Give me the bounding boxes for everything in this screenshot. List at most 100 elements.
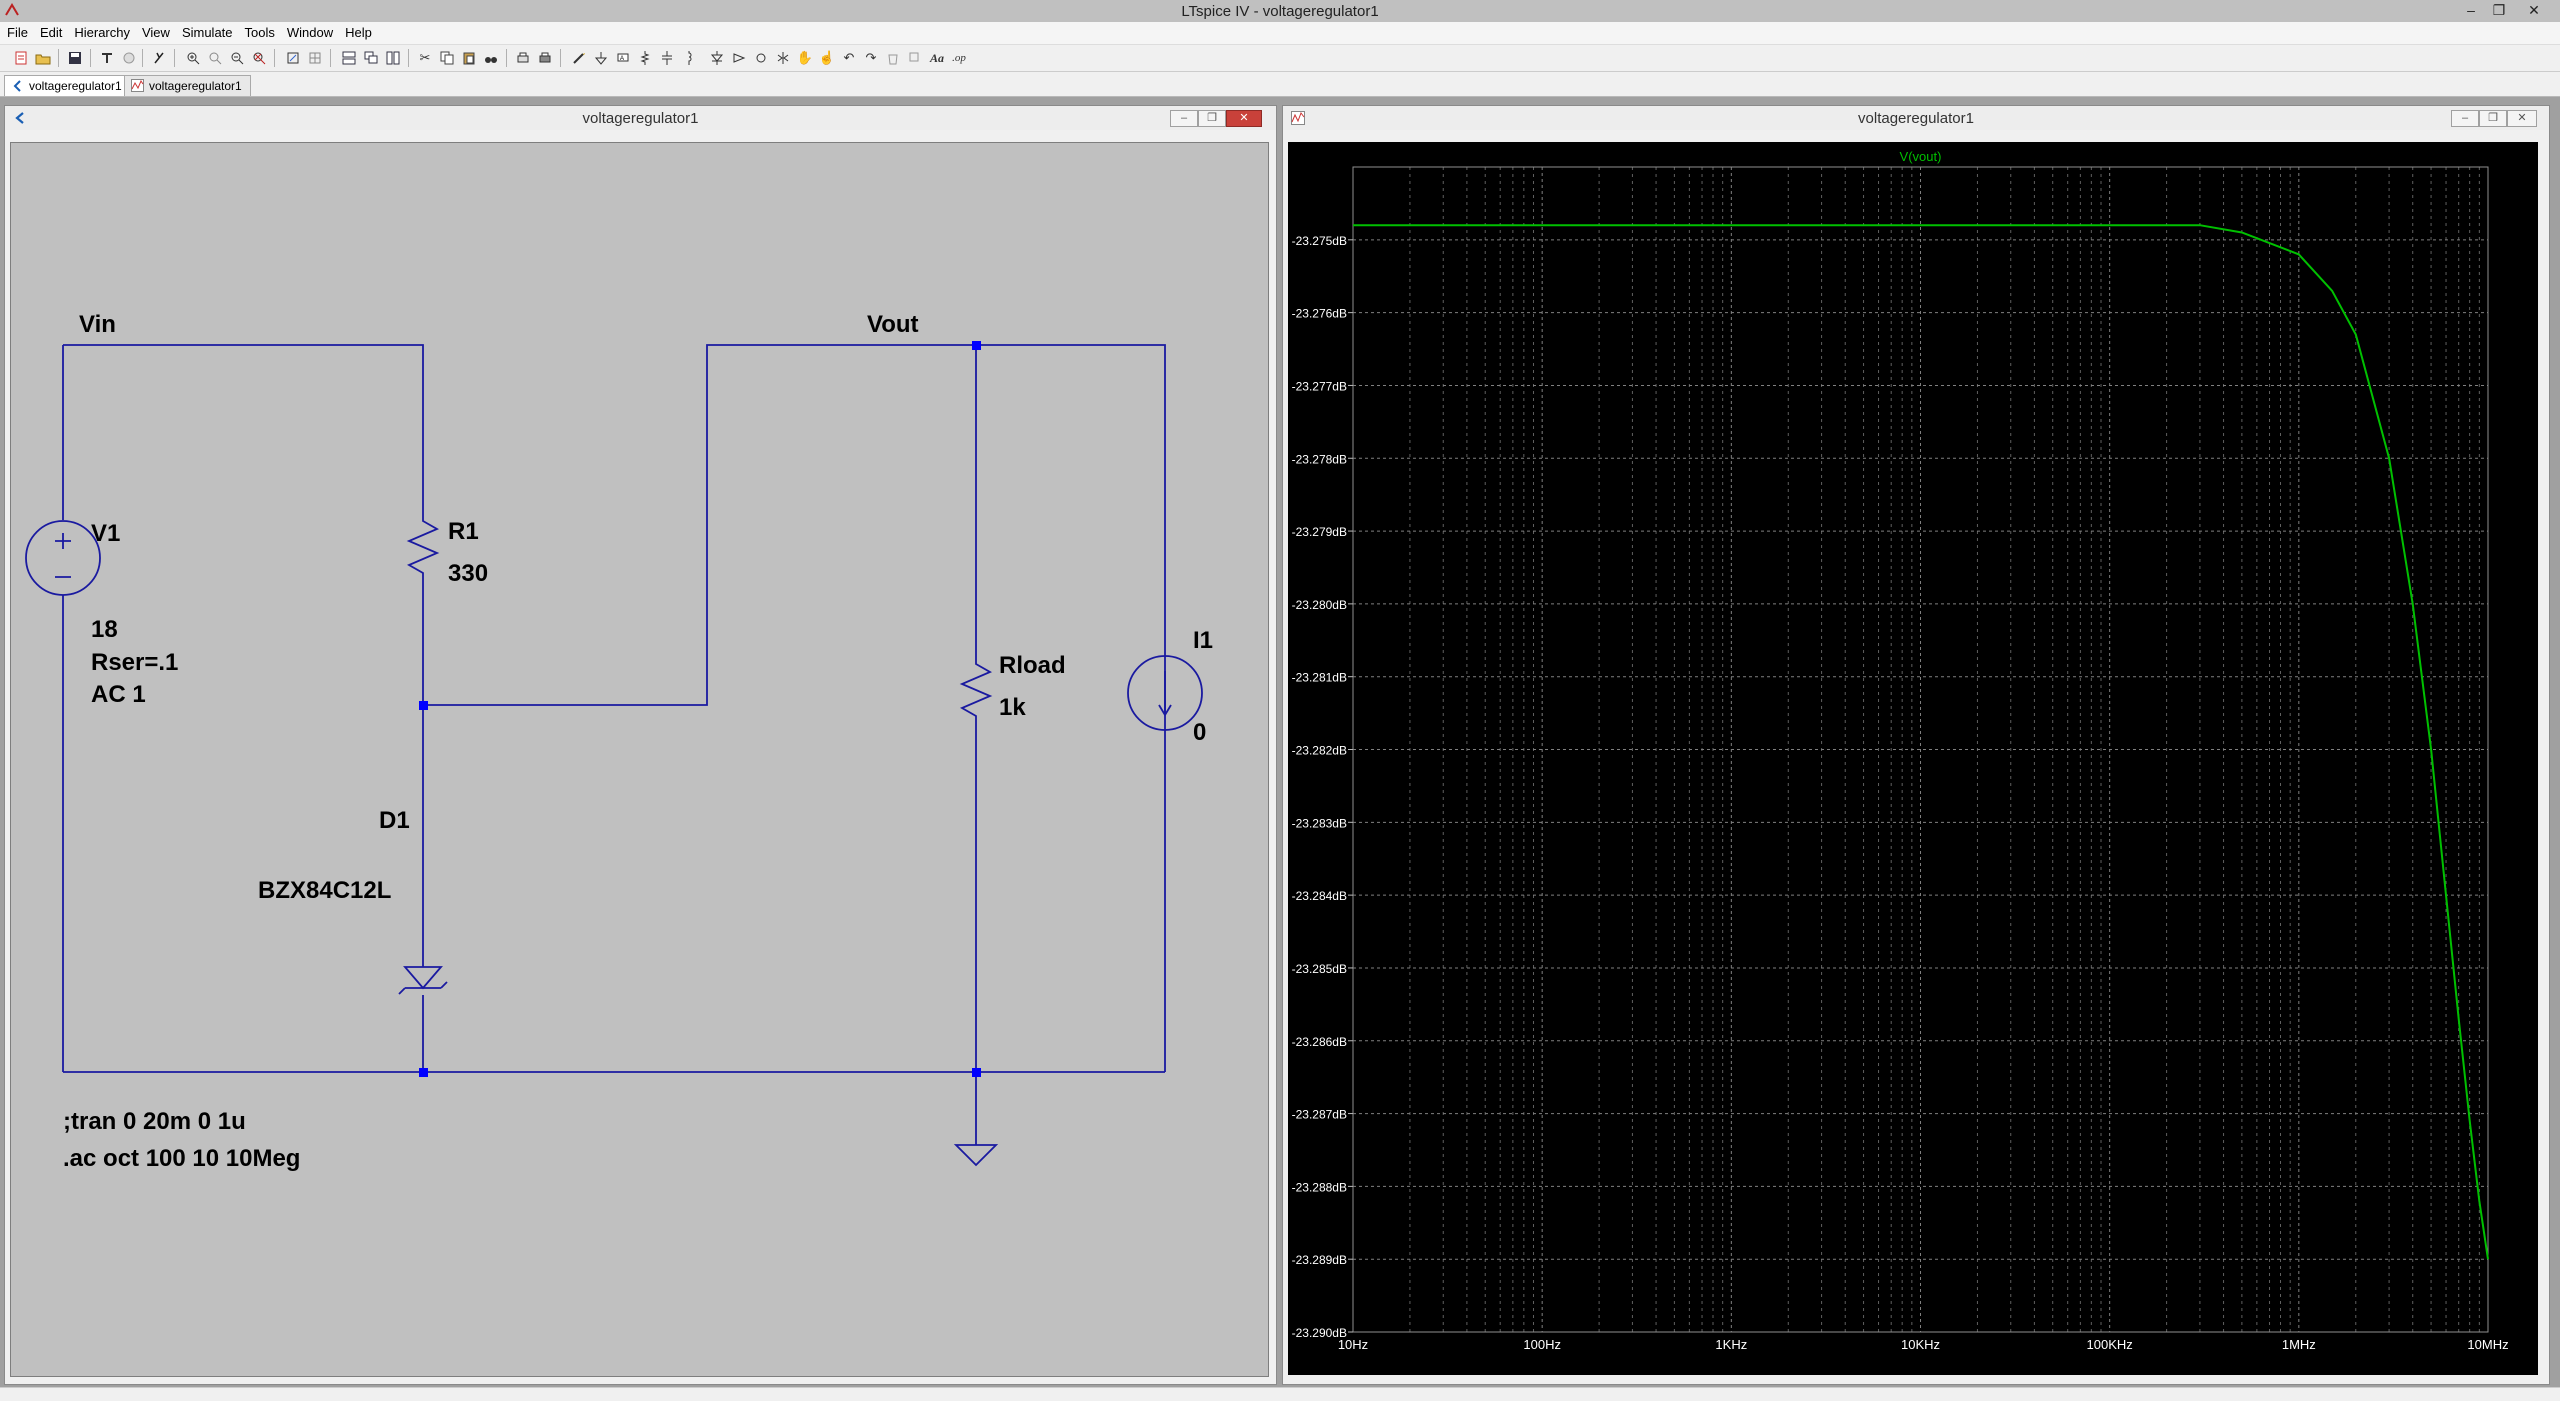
- find-icon[interactable]: [482, 49, 500, 67]
- menu-edit[interactable]: Edit: [39, 25, 63, 40]
- v1-name-label[interactable]: V1: [91, 520, 120, 547]
- inductor-icon[interactable]: [680, 49, 698, 67]
- new-schematic-icon[interactable]: [12, 49, 30, 67]
- run-icon[interactable]: [150, 49, 168, 67]
- waveform-plot-pane[interactable]: -23.275dB-23.276dB-23.277dB-23.278dB-23.…: [1288, 142, 2538, 1375]
- schematic-close-button[interactable]: ✕: [1226, 110, 1262, 127]
- i1-name-label[interactable]: I1: [1193, 627, 1213, 654]
- rotate-icon[interactable]: [752, 49, 770, 67]
- copy-icon[interactable]: [438, 49, 456, 67]
- zoom-out-icon[interactable]: [228, 49, 246, 67]
- open-folder-icon[interactable]: [34, 49, 52, 67]
- print-icon[interactable]: [536, 49, 554, 67]
- save-icon[interactable]: [66, 49, 84, 67]
- v1-value-label[interactable]: 18: [91, 616, 118, 643]
- maximize-button[interactable]: ❐: [2492, 2, 2506, 18]
- v1-ac-label[interactable]: AC 1: [91, 681, 146, 708]
- wire-vin[interactable]: [63, 344, 424, 507]
- tran-directive[interactable]: ;tran 0 20m 0 1u: [63, 1108, 246, 1135]
- ground-icon[interactable]: [592, 49, 610, 67]
- net-label-vin[interactable]: Vin: [79, 311, 116, 338]
- close-button[interactable]: ✕: [2528, 2, 2540, 18]
- resistor-r1-symbol[interactable]: [406, 507, 440, 581]
- rload-name-label[interactable]: Rload: [999, 652, 1066, 679]
- delete-icon[interactable]: [884, 49, 902, 67]
- schematic-minimize-button[interactable]: –: [1170, 110, 1198, 127]
- menu-file[interactable]: File: [7, 25, 28, 40]
- resistor-rload-symbol[interactable]: [959, 650, 993, 730]
- grid-icon[interactable]: [306, 49, 324, 67]
- i1-value-label[interactable]: 0: [1193, 719, 1206, 746]
- v1-rser-label[interactable]: Rser=.1: [91, 649, 178, 676]
- ltspice-logo-icon: [5, 3, 19, 16]
- ground-symbol[interactable]: [953, 1144, 999, 1167]
- rload-value-label[interactable]: 1k: [999, 694, 1026, 721]
- x-tick-label: 10MHz: [2467, 1337, 2508, 1352]
- menu-help[interactable]: Help: [345, 25, 372, 40]
- capacitor-icon[interactable]: [658, 49, 676, 67]
- x-tick-label: 1MHz: [2282, 1337, 2316, 1352]
- cascade-icon[interactable]: [362, 49, 380, 67]
- y-tick-label: -23.290dB: [1292, 1326, 1347, 1340]
- label-net-icon[interactable]: A: [614, 49, 632, 67]
- tab-schematic[interactable]: voltageregulator1: [4, 75, 131, 96]
- draw-wire-icon[interactable]: [570, 49, 588, 67]
- d1-model-label[interactable]: BZX84C12L: [258, 877, 391, 904]
- minimize-button[interactable]: –: [2467, 2, 2475, 18]
- undo-icon[interactable]: ↶: [843, 50, 855, 65]
- schematic-icon: [15, 112, 24, 124]
- drag-hand-icon[interactable]: ✋: [796, 50, 814, 65]
- menu-hierarchy[interactable]: Hierarchy: [74, 25, 130, 40]
- trace-legend-vout[interactable]: V(vout): [1900, 149, 1942, 164]
- tile-vertical-icon[interactable]: [384, 49, 402, 67]
- menu-simulate[interactable]: Simulate: [181, 25, 233, 40]
- component-icon[interactable]: [730, 49, 748, 67]
- print-preview-icon[interactable]: [514, 49, 532, 67]
- tab-waveform[interactable]: voltageregulator1: [124, 75, 251, 96]
- redo-icon[interactable]: ↷: [865, 50, 877, 65]
- r1-value-label[interactable]: 330: [448, 560, 488, 587]
- zoom-in-icon[interactable]: [184, 49, 202, 67]
- waveform-chart[interactable]: -23.275dB-23.276dB-23.277dB-23.278dB-23.…: [1288, 142, 2538, 1375]
- move-hand-icon[interactable]: ☝: [818, 50, 836, 65]
- y-tick-label: -23.283dB: [1292, 816, 1347, 830]
- schematic-restore-button[interactable]: ❐: [1198, 110, 1226, 127]
- menu-tools[interactable]: Tools: [244, 25, 275, 40]
- waveform-restore-button[interactable]: ❐: [2479, 110, 2507, 127]
- zoom-fit-icon[interactable]: [250, 49, 268, 67]
- voltage-source-v1-symbol[interactable]: [25, 520, 101, 596]
- y-tick-label: -23.286dB: [1292, 1035, 1347, 1049]
- menu-window[interactable]: Window: [286, 25, 334, 40]
- text-icon[interactable]: Aa: [929, 50, 944, 65]
- diode-icon[interactable]: [708, 49, 726, 67]
- wire-vout[interactable]: [423, 344, 1166, 1072]
- zener-diode-d1-symbol[interactable]: [398, 945, 448, 995]
- menu-view[interactable]: View: [141, 25, 170, 40]
- ac-directive[interactable]: .ac oct 100 10 10Meg: [63, 1145, 300, 1172]
- r1-name-label[interactable]: R1: [448, 518, 479, 545]
- duplicate-icon[interactable]: [906, 49, 924, 67]
- net-label-vout[interactable]: Vout: [867, 311, 919, 338]
- schematic-canvas[interactable]: Vin Vout R1 330 V1 18 Rser=.1 AC 1 D1 BZ…: [10, 142, 1269, 1377]
- halt-icon[interactable]: [120, 49, 138, 67]
- trace-vout[interactable]: [1353, 224, 2489, 1260]
- d1-name-label[interactable]: D1: [379, 807, 410, 834]
- schematic-window[interactable]: voltageregulator1 – ❐ ✕: [4, 105, 1277, 1385]
- current-source-i1-symbol[interactable]: [1127, 655, 1203, 731]
- waveform-window[interactable]: voltageregulator1 – ❐ ✕ -23.275dB-23.276…: [1282, 105, 2550, 1385]
- y-tick-label: -23.279dB: [1292, 525, 1347, 539]
- mirror-icon[interactable]: [774, 49, 792, 67]
- x-tick-label: 10KHz: [1901, 1337, 1940, 1352]
- waveform-icon: [1291, 111, 1305, 125]
- tile-horizontal-icon[interactable]: [340, 49, 358, 67]
- autorange-icon[interactable]: [284, 49, 302, 67]
- resistor-icon[interactable]: [636, 49, 654, 67]
- x-tick-label: 10Hz: [1338, 1337, 1368, 1352]
- waveform-close-button[interactable]: ✕: [2507, 110, 2537, 127]
- spice-directive-icon[interactable]: .op: [952, 52, 966, 64]
- paste-icon[interactable]: [460, 49, 478, 67]
- control-panel-icon[interactable]: [98, 49, 116, 67]
- cut-icon[interactable]: ✂: [419, 50, 431, 65]
- pan-icon[interactable]: [206, 49, 224, 67]
- waveform-minimize-button[interactable]: –: [2451, 110, 2479, 127]
